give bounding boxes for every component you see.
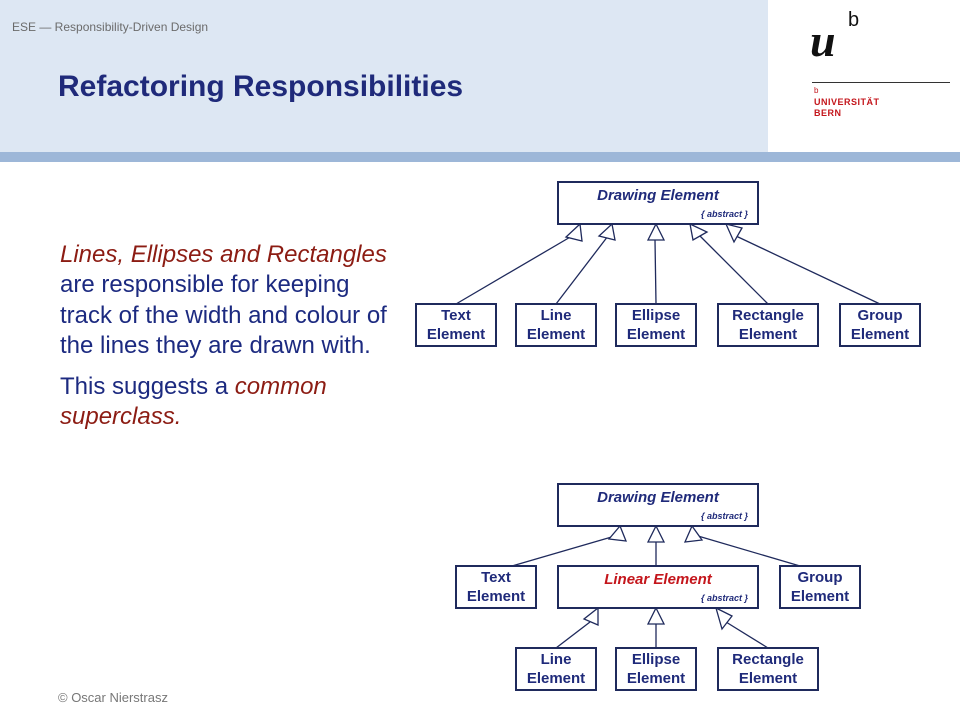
paragraph-text: are responsible for keeping track of the… [60,271,387,360]
class-box-rectangle-element [717,303,819,347]
inheritance-line [511,535,616,567]
paragraph-responsibility: Lines, Ellipses and Rectangles are respo… [60,240,390,362]
paragraph-text: This suggests a [60,372,235,400]
diagram-bottom: Drawing Element { abstract } Text Elemen… [455,483,861,691]
class-name: Element [527,326,585,343]
class-box-drawing-element [557,181,759,225]
class-name: Element [791,588,849,605]
abstract-tag: { abstract } [701,209,749,219]
logo-u-mark: u [810,15,836,66]
inheritance-line [697,535,801,567]
class-box-rectangle-element [717,647,819,691]
inheritance-arrowhead [646,524,666,543]
inheritance-arrowhead [582,606,599,626]
inheritance-line [735,235,881,305]
class-box-ellipse-element [615,303,697,347]
slide-title: Refactoring Responsibilities [58,70,464,103]
inheritance-arrowhead [714,606,733,631]
class-name: Drawing Element [597,489,720,506]
diagram-top: Drawing Element { abstract } Text Elemen… [415,181,921,347]
logo-b-mark: b [848,9,860,31]
logo-bern: BERN [814,108,842,118]
class-name: Text [481,569,511,586]
paragraph-suggestion: This suggests a common superclass. [60,372,390,433]
copyright-footer: © Oscar Nierstrasz [58,690,168,705]
class-name: Group [798,569,843,586]
class-box-group-element [779,565,861,609]
class-box-ellipse-element [615,647,697,691]
abstract-tag: { abstract } [701,593,749,603]
university-logo: u b b UNIVERSITÄT BERN [768,0,960,152]
inheritance-line [555,235,609,305]
class-name: Rectangle [732,651,804,668]
logo-rule [812,82,950,83]
class-name: Ellipse [632,651,680,668]
course-label: ESE — Responsibility-Driven Design [12,20,209,34]
class-name: Rectangle [732,307,804,324]
class-name: Drawing Element [597,187,720,204]
class-name: Line [541,651,572,668]
abstract-tag: { abstract } [701,511,749,521]
class-box-line-element [515,647,597,691]
class-box-text-element [415,303,497,347]
inheritance-arrowhead [683,524,704,543]
class-name: Element [427,326,485,343]
inheritance-arrowhead [646,606,666,625]
inheritance-line [555,621,591,649]
class-name: Linear Element [604,571,713,588]
inheritance-line [654,239,657,305]
class-name: Element [851,326,909,343]
logo-small-b: b [814,86,819,95]
class-name: Element [527,670,585,687]
inheritance-arrowhead [597,222,616,241]
header-band: ESE — Responsibility-Driven Design Refac… [0,0,768,152]
emphasis-shapes: Lines, Ellipses and Rectangles [60,241,387,268]
logo-universitat: UNIVERSITÄT [814,97,880,107]
class-name: Element [467,588,525,605]
header-divider [0,152,960,162]
inheritance-line [699,235,769,305]
slide-body: Lines, Ellipses and Rectangles are respo… [60,240,390,443]
class-name: Group [858,307,903,324]
class-box-line-element [515,303,597,347]
inheritance-arrowhead [564,222,583,242]
class-name: Line [541,307,572,324]
inheritance-arrowhead [607,524,628,542]
inheritance-arrowhead [724,223,743,244]
class-box-text-element [455,565,537,609]
inheritance-line [725,621,769,649]
emphasis-superclass: common superclass. [60,372,327,431]
class-name: Element [627,670,685,687]
class-name: Element [627,326,685,343]
class-name: Ellipse [632,307,680,324]
class-name: Element [739,326,797,343]
class-box-group-element [839,303,921,347]
class-name: Element [739,670,797,687]
class-name: Text [441,307,471,324]
class-box-drawing-element [557,483,759,527]
inheritance-arrowhead [646,222,666,241]
inheritance-arrowhead [689,222,709,242]
class-box-linear-element [557,565,759,609]
inheritance-line [455,235,573,305]
